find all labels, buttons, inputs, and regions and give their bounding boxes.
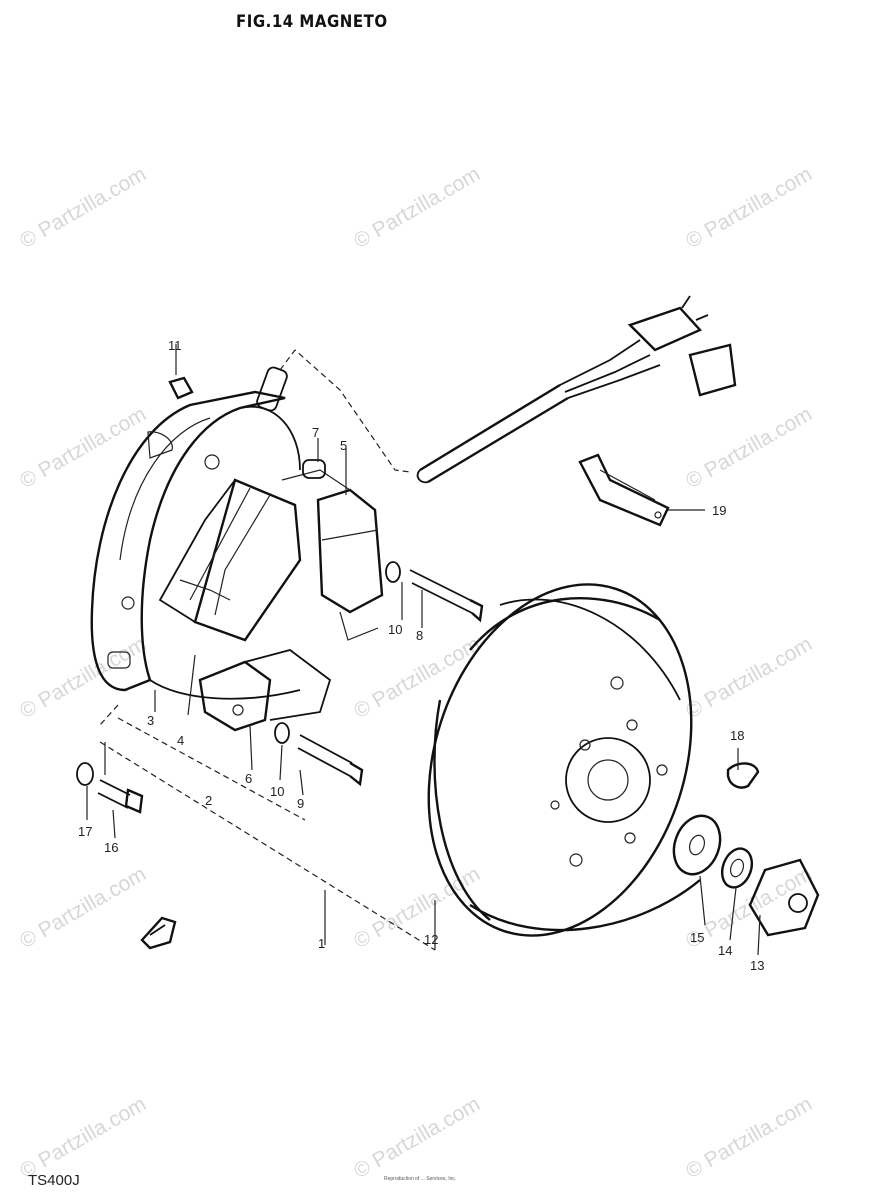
wire-clamp-bracket	[578, 453, 670, 527]
washer-17	[76, 762, 94, 786]
figure-title: FIG.14 MAGNETO	[236, 10, 388, 32]
screw-9	[274, 722, 364, 787]
screw-8	[385, 561, 484, 623]
leader-line	[99, 704, 119, 726]
leader-line	[187, 654, 196, 716]
callout-4: 4	[177, 733, 184, 748]
callout-14: 14	[718, 943, 732, 958]
bolt-16	[97, 779, 144, 814]
footer-note: Reproduction of ... Services, Inc.	[384, 1176, 457, 1182]
group-bracket-2	[117, 717, 306, 821]
callout-6: 6	[245, 771, 252, 786]
callout-10a: 10	[388, 622, 402, 637]
callout-19: 19	[712, 503, 726, 518]
key-18	[726, 762, 760, 789]
leader-line	[249, 724, 253, 771]
screw-11	[168, 376, 194, 400]
stator-coil	[158, 478, 302, 642]
pulser-coil	[198, 649, 332, 732]
callout-10b: 10	[270, 784, 284, 799]
rotor-nut-13	[748, 858, 820, 937]
callout-1: 1	[318, 936, 325, 951]
callout-12: 12	[424, 932, 438, 947]
leader-line	[279, 744, 283, 781]
washer-15	[672, 814, 722, 876]
leader-line	[729, 887, 737, 941]
callout-7: 7	[312, 425, 319, 440]
spacer-7	[302, 459, 326, 479]
callout-2: 2	[205, 793, 212, 808]
model-code: TS400J	[28, 1172, 80, 1189]
front-arrow-icon	[140, 916, 177, 950]
callout-15: 15	[690, 930, 704, 945]
leader-line	[299, 769, 304, 796]
leader-line	[699, 875, 706, 926]
callout-13: 13	[750, 958, 764, 973]
callout-16: 16	[104, 840, 118, 855]
callout-3: 3	[147, 713, 154, 728]
callout-9: 9	[297, 796, 304, 811]
callout-8: 8	[416, 628, 423, 643]
flywheel-rotor	[427, 583, 701, 937]
leader-line	[757, 914, 761, 956]
wire-harness	[256, 295, 737, 484]
callout-17: 17	[78, 824, 92, 839]
callout-11: 11	[168, 338, 182, 353]
lock-washer-14	[720, 847, 754, 889]
charging-coil	[281, 469, 384, 641]
leader-line	[112, 809, 116, 839]
stator-base-plate	[90, 390, 301, 700]
group-bracket-1	[99, 741, 436, 951]
callout-5: 5	[340, 438, 347, 453]
callout-18: 18	[730, 728, 744, 743]
